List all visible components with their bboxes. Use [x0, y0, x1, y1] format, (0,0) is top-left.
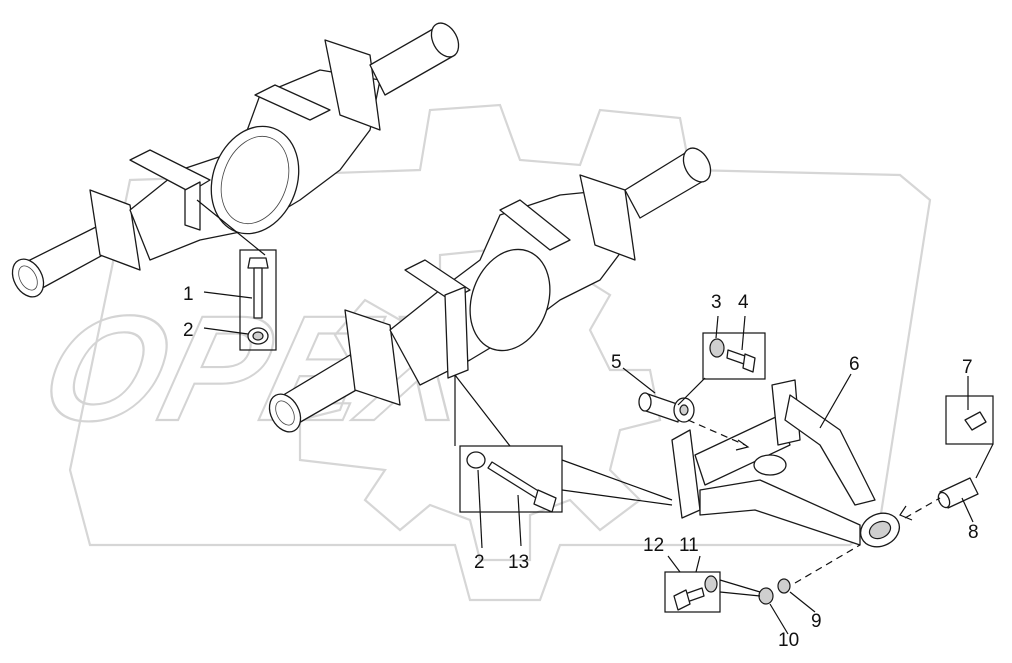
callout-12: 12: [643, 535, 664, 556]
part-group-box-7: [945, 395, 994, 445]
rear-axle-left-tube-end: [11, 258, 45, 298]
front-axle-spring-pad: [404, 259, 471, 301]
torque-arm-cross-beam: [694, 414, 791, 486]
part-13-bolt: [487, 461, 541, 499]
part-1-bolt: [239, 249, 277, 351]
part-4-bolt: [726, 349, 746, 365]
part-group-7: [945, 395, 994, 445]
callout-8: 8: [968, 522, 979, 543]
assembly-line-9: [794, 544, 861, 584]
part-group-3-4: [702, 332, 766, 380]
part-group-box-2-13: [459, 445, 563, 513]
torque-arm: [671, 379, 900, 548]
part-group-11-12: [664, 571, 721, 613]
callouts: 1 2 3 4 5 6 7 8 2 13 12 11 10 9: [183, 284, 979, 651]
front-axle-differential-cover: [469, 248, 551, 352]
front-axle: [268, 147, 712, 433]
callout-6: 6: [849, 354, 860, 375]
callout-2-lower: 2: [474, 552, 485, 573]
part-8-bushing: [937, 477, 979, 509]
part-10-washer: [758, 587, 774, 605]
watermark-gear-outer: [68, 103, 932, 602]
front-axle-right-tube-end: [682, 147, 712, 183]
part-group-2-13: [459, 445, 563, 513]
part-9-washer: [777, 578, 791, 594]
rear-axle-right-flange: [324, 39, 381, 131]
front-axle-left-tube-end: [268, 393, 302, 433]
rear-axle-left-flange: [89, 189, 141, 271]
torque-arm-center-boss: [753, 454, 787, 476]
callout-9: 9: [811, 611, 822, 632]
rear-axle-spring-pad: [129, 149, 211, 193]
part-11-washer: [704, 575, 718, 593]
callout-13: 13: [508, 552, 529, 573]
callout-11: 11: [679, 535, 699, 556]
callout-7: 7: [962, 357, 973, 378]
part-group-box-3-4: [702, 332, 766, 380]
rear-axle-right-tube-end: [430, 22, 460, 58]
part-2-nut-upper: [247, 327, 269, 345]
front-axle-left-flange: [344, 309, 401, 406]
part-2-nut-lower: [466, 451, 486, 469]
front-axle-right-flange: [579, 174, 636, 261]
callout-2-upper: 2: [183, 320, 194, 341]
watermark-gear-outline: [298, 248, 662, 562]
assembly-line-5: [687, 419, 746, 446]
callout-5: 5: [611, 352, 622, 373]
callout-4: 4: [738, 292, 749, 313]
callout-1: 1: [183, 284, 194, 305]
callout-3: 3: [711, 292, 722, 313]
rear-axle: [11, 22, 460, 298]
torque-arm-lower-arm: [699, 479, 861, 546]
part-7-fitting: [964, 411, 987, 431]
assembly-line-8: [904, 497, 941, 519]
torque-arm-upper-arm: [784, 394, 876, 506]
part-3-washer: [709, 338, 725, 358]
leader-lines: [196, 199, 994, 635]
callout-10: 10: [778, 630, 799, 651]
torque-arm-left-plate: [671, 429, 701, 519]
